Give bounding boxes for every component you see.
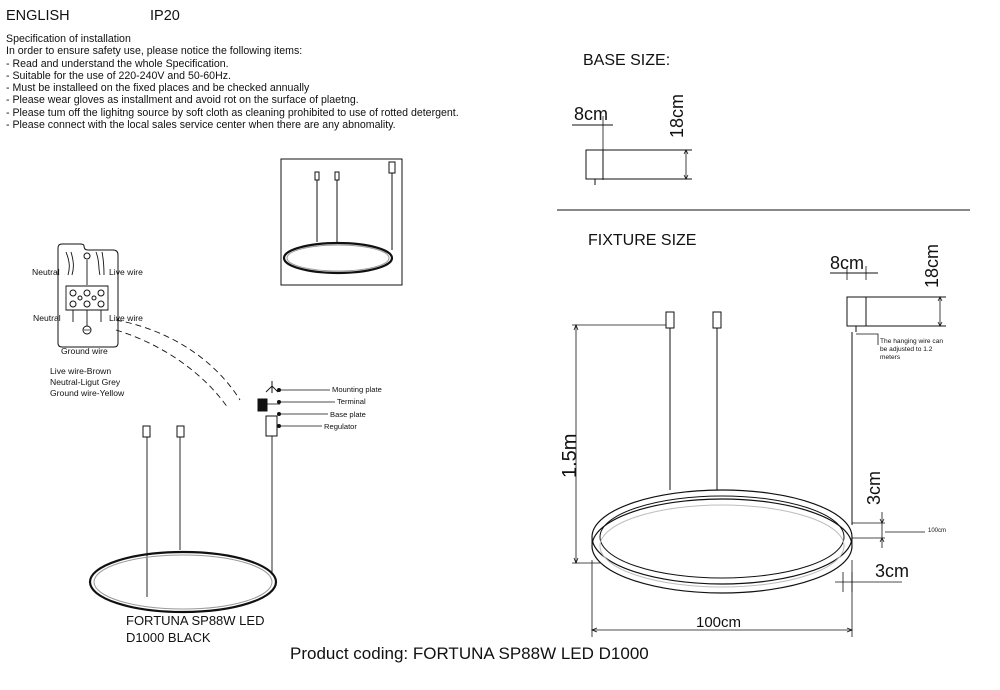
mounting-plate-label: Mounting plate [332, 385, 382, 394]
legend-neutral: Neutral-Ligut Grey [50, 377, 121, 387]
drop-dimension [572, 325, 666, 563]
product-model: FORTUNA SP88W LED D1000 BLACK [126, 612, 264, 646]
fixture-hanging-wires [666, 312, 852, 525]
product-model-line2: D1000 BLACK [126, 630, 211, 645]
specification-block: Specification of installation In order t… [6, 33, 459, 131]
diameter-label: 100cm [696, 614, 742, 631]
base-size-diagram [572, 116, 692, 185]
base-height-label: 18cm [667, 93, 687, 138]
spec-item: - Read and understand the whole Specific… [6, 57, 229, 70]
spec-intro: In order to ensure safety use, please no… [6, 45, 303, 58]
legend-live: Live wire-Brown [50, 366, 112, 376]
product-coding: Product coding: FORTUNA SP88W LED D1000 [290, 644, 649, 663]
wire-note-line: be adjusted to 1.2 [880, 346, 933, 353]
drop-length-label: 1.5m [559, 433, 581, 478]
spec-item: - Please wear gloves as installment and … [6, 94, 359, 107]
mounting-parts [258, 381, 335, 575]
wiring-terminal-diagram [58, 244, 118, 347]
hanging-wire-note: The hanging wire can be adjusted to 1.2 … [880, 338, 943, 362]
ground-label: Ground wire [61, 346, 108, 356]
installed-lamp [90, 426, 276, 612]
spec-item: - Suitable for the use of 220-240V and 5… [6, 69, 231, 82]
neutral-label-top: Neutral [32, 267, 60, 277]
fixture-width-label: 8cm [830, 253, 865, 273]
live-label-bottom: Live wire [109, 313, 143, 323]
base-plate-label: Base plate [330, 410, 366, 419]
wire-color-legend: Live wire-Brown Neutral-Ligut Grey Groun… [50, 366, 124, 399]
ring-height-dimension [852, 512, 925, 548]
ring-pointer-label: 100cm [928, 528, 947, 534]
legend-ground: Ground wire-Yellow [50, 388, 125, 398]
wire-note-line: meters [880, 354, 901, 361]
base-width-label: 8cm [574, 104, 609, 124]
wiring-connector-curves [116, 320, 240, 408]
spec-item: - Must be installeed on the fixed places… [6, 82, 310, 95]
fixture-canopy [830, 266, 946, 345]
diameter-dimension [592, 560, 852, 637]
base-size-title: BASE SIZE: [583, 52, 671, 69]
terminal-label: Terminal [337, 397, 366, 406]
language-label: ENGLISH [6, 8, 70, 24]
ip-rating: IP20 [150, 8, 180, 24]
fixture-size-title: FIXTURE SIZE [588, 232, 697, 249]
fixture-ring [592, 490, 852, 593]
live-label-top: Live wire [109, 267, 143, 277]
regulator-label: Regulator [324, 422, 357, 431]
wire-note-line: The hanging wire can [880, 338, 944, 345]
ring-width-label: 3cm [875, 561, 910, 581]
spec-item: - Please tum off the lighitng source by … [6, 106, 459, 119]
preview-thumbnail [281, 159, 402, 285]
neutral-label-bottom: Neutral [33, 313, 61, 323]
ring-height-label: 3cm [864, 470, 884, 505]
product-model-line1: FORTUNA SP88W LED [126, 613, 265, 628]
spec-item: - Please connect with the local sales se… [6, 119, 396, 132]
spec-title: Specification of installation [6, 33, 131, 45]
fixture-height-label: 18cm [922, 243, 942, 288]
